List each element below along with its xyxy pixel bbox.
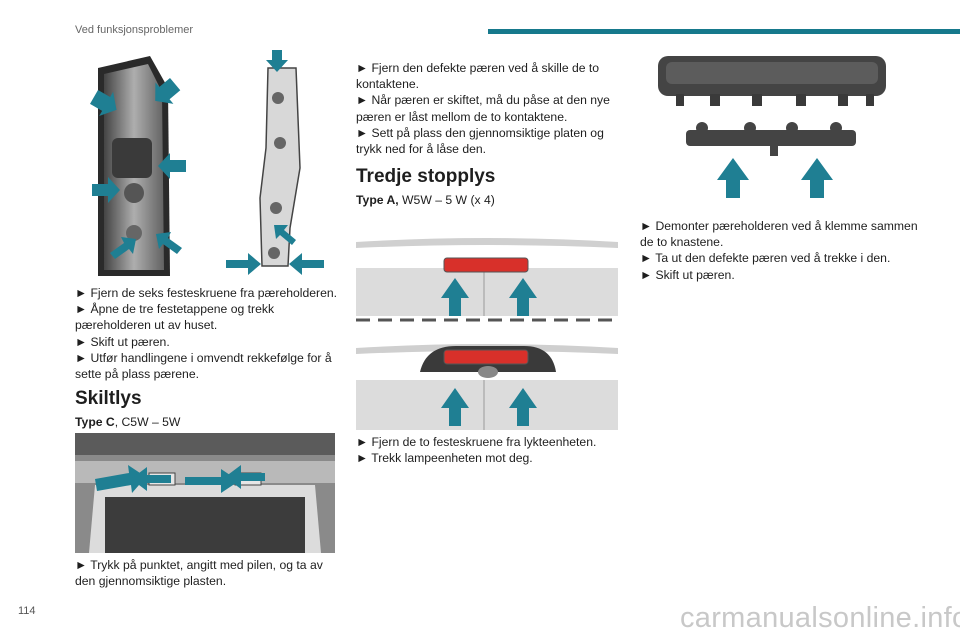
figure-license-plate-lamp <box>75 433 335 553</box>
section-title-tredje-stopplys: Tredje stopplys <box>356 166 496 187</box>
col1-step: ► Skift ut pæren. <box>75 334 170 349</box>
col1-step: ► Trykk på punktet, angitt med pilen, og… <box>75 558 323 589</box>
col3-steps: ► Demonter pæreholderen ved å klemme sam… <box>640 218 920 283</box>
col2-step: ► Fjern de to festeskruene fra lykteenhe… <box>356 435 597 449</box>
type-label: Type A, <box>356 193 399 207</box>
header-accent-bar <box>488 29 960 34</box>
section-title-skiltlys: Skiltlys <box>75 388 142 409</box>
watermark[interactable]: carmanualsonline.info <box>680 602 960 634</box>
type-spec: W5W – 5 W (x 4) <box>398 193 495 207</box>
col1-step: ► Åpne de tre festetappene og trekk pære… <box>75 302 275 333</box>
col1-steps: ► Fjern de seks festeskruene fra pærehol… <box>75 285 340 382</box>
type-spec: , C5W – 5W <box>114 415 181 429</box>
col2-step: ► Når pæren er skiftet, må du påse at de… <box>356 93 610 124</box>
col1-step: ► Fjern de seks festeskruene fra pærehol… <box>75 286 338 300</box>
col3-step: ► Demonter pæreholderen ved å klemme sam… <box>640 219 918 250</box>
figure-rear-lamp-housing <box>90 48 340 280</box>
col2-step: ► Fjern den defekte pæren ved å skille d… <box>356 61 600 92</box>
col2-steps: ► Fjern den defekte pæren ved å skille d… <box>356 60 621 157</box>
col3-step: ► Skift ut pæren. <box>640 267 735 282</box>
type-line-stopplys: Type A, W5W – 5 W (x 4) <box>356 193 495 207</box>
col3-step: ► Ta ut den defekte pæren ved å trekke i… <box>640 251 891 266</box>
figure-bulb-holder <box>640 48 900 208</box>
col2-steps-2: ► Fjern de to festeskruene fra lykteenhe… <box>356 434 621 466</box>
type-label: Type C <box>75 415 115 429</box>
figure-third-brake-light <box>356 230 618 430</box>
header-title: Ved funksjonsproblemer <box>75 24 194 36</box>
type-line-skiltlys: Type C, C5W – 5W <box>75 415 180 429</box>
col2-step: ► Trekk lampeenheten mot deg. <box>356 451 533 466</box>
page-number: 114 <box>18 605 36 617</box>
col1-steps-2: ► Trykk på punktet, angitt med pilen, og… <box>75 557 340 589</box>
col2-step: ► Sett på plass den gjennomsiktige plate… <box>356 125 604 157</box>
col1-step: ► Utfør handlingene i omvendt rekkefølge… <box>75 350 332 382</box>
